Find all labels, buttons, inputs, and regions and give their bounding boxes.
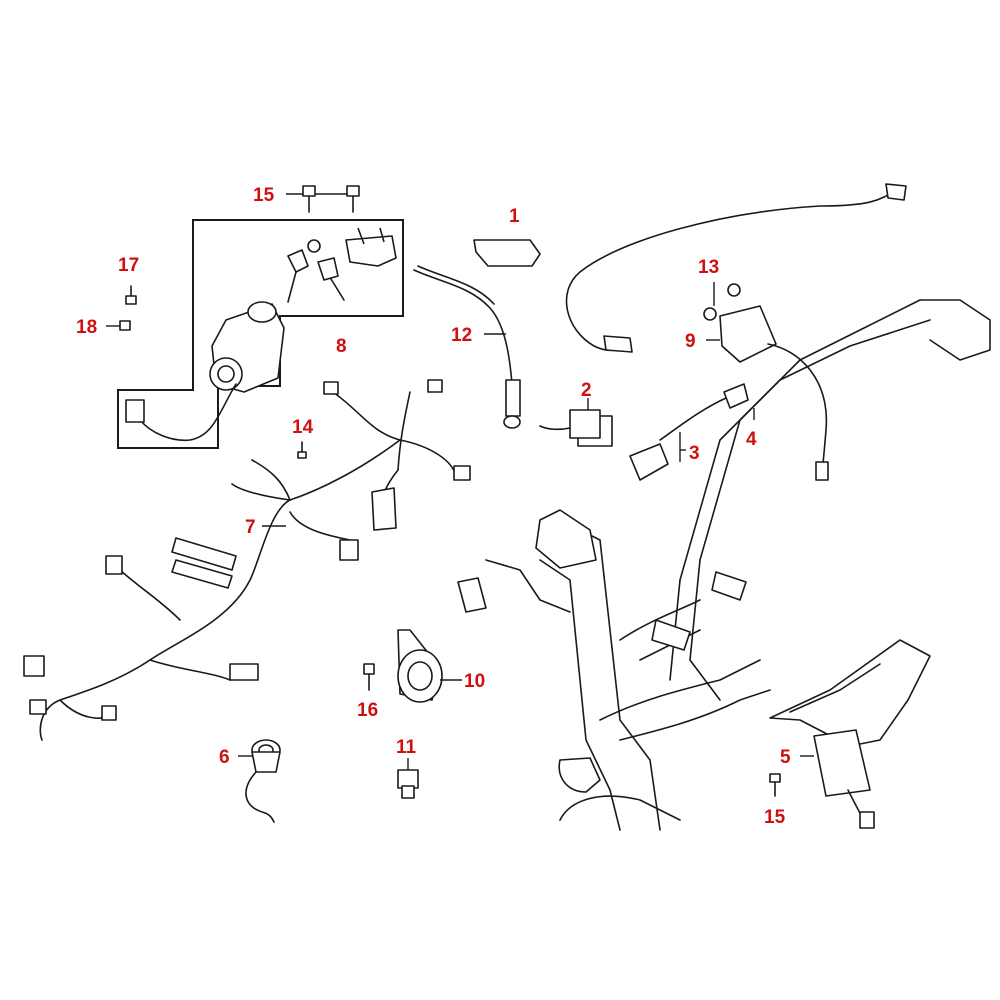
ignition-lock-set	[117, 219, 404, 449]
callout-7: 7	[245, 517, 256, 538]
callout-18: 18	[76, 317, 97, 338]
vehicle-frame	[457, 299, 991, 831]
horn-icon	[363, 629, 462, 703]
callout-17: 17	[118, 255, 139, 276]
callout-8: 8	[336, 336, 347, 357]
screw-14-icon	[297, 441, 307, 459]
screw-17-icon	[125, 285, 137, 305]
wire-harness-icon	[23, 379, 471, 741]
battery-cable-icon	[565, 187, 901, 352]
ignition-coil-icon	[629, 383, 755, 481]
power-socket-icon	[238, 739, 281, 823]
ignition-switch-icon	[125, 301, 285, 442]
relay-icon	[539, 398, 613, 447]
lens-cover-icon	[473, 239, 541, 267]
lock-bracket-icon	[345, 227, 397, 267]
cable-terminal-icon	[885, 183, 907, 201]
callout-1: 1	[509, 206, 520, 227]
callout-16: 16	[357, 700, 378, 721]
callout-14: 14	[292, 417, 314, 438]
key-pair-icon	[287, 239, 345, 303]
callout-13: 13	[698, 257, 719, 278]
bolts-top-icon	[286, 185, 360, 213]
callout-9: 9	[685, 331, 696, 352]
callout-15-bottom: 15	[764, 807, 786, 828]
speedometer-cable-icon	[413, 265, 521, 429]
callout-5: 5	[780, 747, 791, 768]
callout-3: 3	[689, 443, 700, 464]
screw-18-icon	[106, 320, 131, 331]
starter-relay-icon	[703, 282, 829, 481]
regulator-rectifier-icon	[769, 639, 931, 829]
callout-12: 12	[451, 325, 472, 346]
stop-switch-icon	[397, 758, 419, 799]
callout-10: 10	[464, 671, 485, 692]
callout-11: 11	[396, 737, 417, 758]
callout-6: 6	[219, 747, 230, 768]
callout-15-top: 15	[253, 185, 275, 206]
callout-4: 4	[746, 429, 757, 450]
callout-2: 2	[581, 380, 592, 401]
